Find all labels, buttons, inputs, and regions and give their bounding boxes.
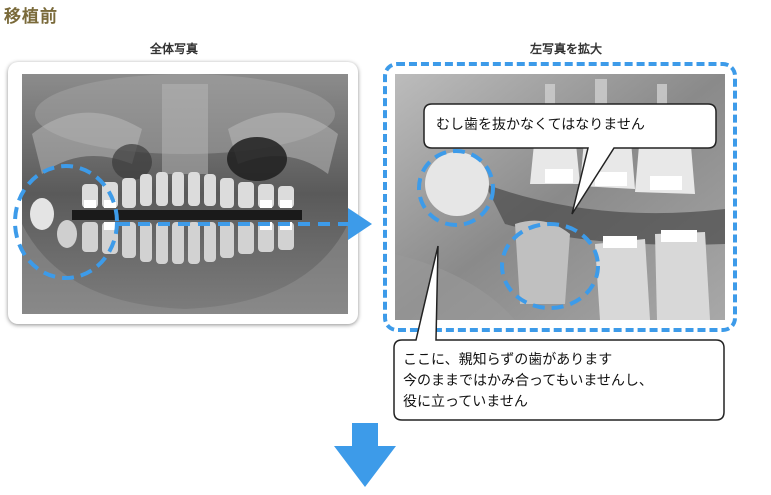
panoramic-xray-image xyxy=(22,74,348,314)
callout-line: 役に立っていません xyxy=(403,394,528,410)
arrow-down-icon xyxy=(334,423,396,487)
callout-line: 今のままではかみ合ってもいませんし、 xyxy=(403,373,653,389)
decay-callout-text: むし歯を抜かなくてはなりません xyxy=(436,117,645,133)
zoom-caption: 左写真を拡大 xyxy=(530,42,603,56)
panoramic-caption: 全体写真 xyxy=(150,42,199,56)
zoomed-xray-image xyxy=(395,74,725,320)
wisdom-tooth-callout-text: ここに、親知らずの歯があります 今のままではかみ合ってもいませんし、 役に立って… xyxy=(403,350,653,413)
page-title: 移植前 xyxy=(4,7,58,27)
callout-line: ここに、親知らずの歯があります xyxy=(403,352,613,368)
